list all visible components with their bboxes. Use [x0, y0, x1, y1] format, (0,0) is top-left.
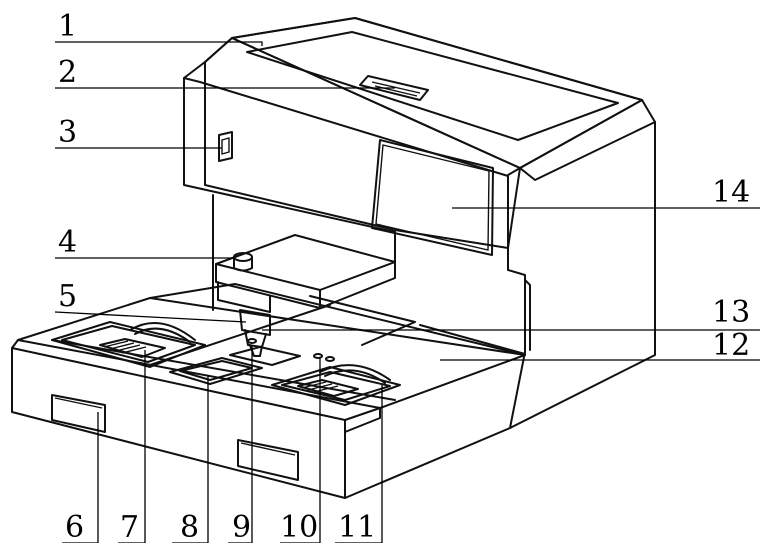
- callout-13: 13: [712, 295, 750, 330]
- left-foot: [51, 394, 106, 433]
- callout-11: 11: [338, 510, 376, 543]
- nozzle-hole: [247, 338, 257, 344]
- dispensing-head: [215, 234, 396, 348]
- callout-7: 7: [120, 510, 139, 543]
- callout-4: 4: [58, 225, 77, 260]
- second-hole: [313, 353, 335, 362]
- top-panel: [246, 31, 619, 141]
- right-tray: [271, 364, 401, 406]
- callout-10: 10: [280, 510, 318, 543]
- callout-8: 8: [180, 510, 199, 543]
- callout-14: 14: [712, 175, 750, 210]
- right-foot: [237, 439, 299, 481]
- switch: [218, 131, 233, 162]
- callout-3: 3: [58, 115, 77, 150]
- callout-2: 2: [58, 55, 77, 90]
- callout-9: 9: [232, 510, 251, 543]
- leader-lines: [54, 41, 760, 543]
- callout-12: 12: [712, 328, 750, 363]
- callout-6: 6: [65, 510, 84, 543]
- display-screen: [371, 139, 494, 256]
- device-body: [11, 17, 656, 499]
- left-tray: [51, 321, 206, 368]
- callout-labels: 1 2 3 4 5 6 7 8 9 10 11 12 13 14: [58, 9, 750, 543]
- knob: [233, 252, 253, 272]
- callout-5: 5: [58, 279, 77, 314]
- callout-1: 1: [58, 9, 77, 44]
